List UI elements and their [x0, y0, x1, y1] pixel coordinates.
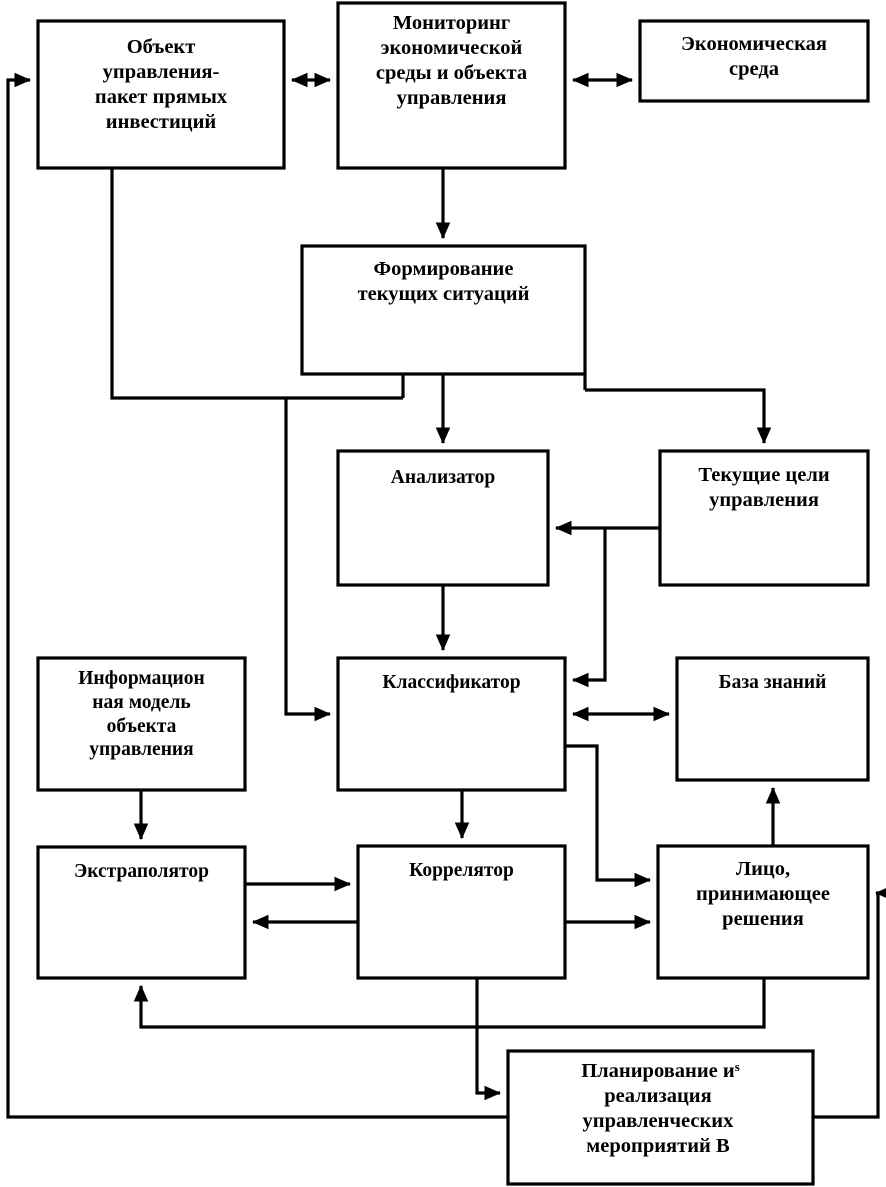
connector-lico-to-ekstrapolyator-feedback [133, 978, 766, 1029]
node-formirovanie[interactable] [300, 244, 587, 376]
connector-korrelyator-to-planirovanie [475, 978, 501, 1101]
connector-klassifikator-to-lico [565, 744, 651, 888]
node-klassifikator[interactable] [336, 656, 567, 792]
node-tekushchie-tseli[interactable] [658, 449, 870, 587]
connector-tseli-to-klassifikator [572, 528, 607, 688]
node-analizator[interactable] [336, 449, 550, 587]
node-ekonomicheskaya-sreda[interactable] [638, 19, 870, 103]
node-lico-prinimayushchee-resheniya[interactable] [656, 844, 870, 980]
connector-planirovanie-to-object-loop [6, 72, 508, 1119]
node-korrelyator[interactable] [356, 844, 567, 980]
node-planirovanie[interactable] [506, 1049, 815, 1186]
connector-formirovanie-to-klassifikator [284, 398, 331, 722]
connector-planirovanie-to-lico-right-loop [813, 885, 886, 1119]
node-baza-znaniy[interactable] [675, 656, 870, 782]
connector-formirovanie-to-tekushchie-tseli [585, 388, 772, 444]
node-monitoring[interactable] [336, 1, 567, 170]
node-object-upravleniya[interactable] [36, 19, 286, 170]
node-ekstrapolyator[interactable] [36, 845, 247, 980]
node-informacionnaya-model[interactable] [36, 656, 247, 792]
connector-object-to-klassifikator [110, 168, 403, 400]
